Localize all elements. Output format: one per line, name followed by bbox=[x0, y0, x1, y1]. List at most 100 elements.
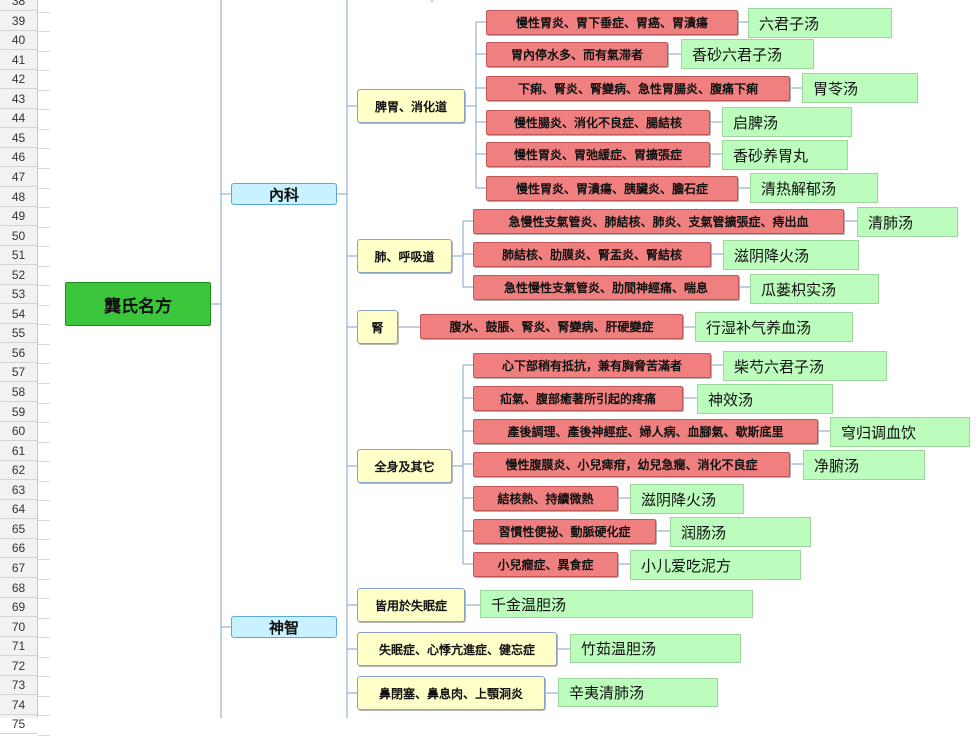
formula-box[interactable]: 穹归调血饮 bbox=[830, 417, 970, 447]
grid-line bbox=[38, 519, 50, 521]
formula-box[interactable]: 胃苓汤 bbox=[802, 73, 918, 103]
row-number[interactable]: 38 bbox=[0, 0, 37, 11]
row-number[interactable]: 46 bbox=[0, 148, 37, 168]
row-number[interactable]: 67 bbox=[0, 559, 37, 578]
symptom-box[interactable]: 疝氣、腹部癒著所引起的疼痛 bbox=[473, 386, 683, 411]
row-number[interactable]: 64 bbox=[0, 500, 37, 520]
subcategory-respiratory[interactable]: 肺、呼吸道 bbox=[357, 239, 452, 273]
formula-box[interactable]: 神效汤 bbox=[697, 384, 833, 414]
formula-box[interactable]: 千金温胆汤 bbox=[480, 590, 753, 618]
row-number[interactable]: 40 bbox=[0, 31, 37, 51]
grid-line bbox=[38, 187, 50, 189]
row-number[interactable]: 42 bbox=[0, 70, 37, 90]
subcategory-insomnia-palpitation[interactable]: 失眠症、心悸亢進症、健忘症 bbox=[357, 632, 557, 666]
row-number[interactable]: 72 bbox=[0, 657, 37, 676]
row-number[interactable]: 55 bbox=[0, 324, 37, 344]
row-number[interactable]: 50 bbox=[0, 227, 37, 246]
row-number[interactable]: 71 bbox=[0, 637, 37, 657]
row-number[interactable]: 57 bbox=[0, 363, 37, 383]
grid-line bbox=[38, 461, 50, 463]
row-number[interactable]: 44 bbox=[0, 109, 37, 129]
row-number[interactable]: 63 bbox=[0, 481, 37, 500]
subcategory-kidney[interactable]: 腎 bbox=[357, 310, 398, 344]
row-number[interactable]: 65 bbox=[0, 520, 37, 539]
row-number[interactable]: 41 bbox=[0, 51, 37, 70]
grid-line bbox=[38, 285, 50, 287]
subcategory-insomnia[interactable]: 皆用於失眠症 bbox=[357, 588, 465, 622]
root-node[interactable]: 龔氏名方 bbox=[65, 282, 211, 326]
symptom-box[interactable]: 小兒癎症、異食症 bbox=[473, 552, 618, 577]
row-number[interactable]: 69 bbox=[0, 598, 37, 618]
symptom-box[interactable]: 肺結核、肋膜炎、腎盂炎、腎結核 bbox=[473, 242, 711, 267]
row-number[interactable]: 61 bbox=[0, 442, 37, 461]
symptom-box[interactable]: 慢性胃炎、胃潰瘍、胰臟炎、膽石症 bbox=[486, 176, 738, 201]
row-number[interactable]: 39 bbox=[0, 12, 37, 31]
symptom-box[interactable]: 慢性腸炎、消化不良症、腸結核 bbox=[486, 110, 710, 135]
symptom-box[interactable]: 胃內停水多、而有氣滞者 bbox=[486, 42, 668, 67]
row-number[interactable]: 47 bbox=[0, 168, 37, 187]
row-number[interactable]: 45 bbox=[0, 129, 37, 148]
row-number[interactable]: 74 bbox=[0, 696, 37, 715]
symptom-box[interactable]: 下痢、腎炎、腎變病、急性胃腸炎、腹痛下痢 bbox=[486, 76, 790, 101]
symptom-box[interactable]: 慢性胃炎、胃弛緩症、胃擴張症 bbox=[486, 142, 710, 167]
symptom-box[interactable]: 急性慢性支氣管炎、肋間神經痛、喘息 bbox=[473, 275, 739, 300]
symptom-box[interactable]: 習慣性便祕、動脈硬化症 bbox=[473, 519, 656, 544]
row-number[interactable]: 62 bbox=[0, 461, 37, 481]
symptom-box[interactable]: 急慢性支氣管炎、肺結核、肺炎、支氣管擴張症、痔出血 bbox=[473, 209, 844, 234]
row-number[interactable]: 68 bbox=[0, 579, 37, 598]
formula-box[interactable]: 润肠汤 bbox=[670, 517, 811, 547]
row-number[interactable]: 48 bbox=[0, 188, 37, 207]
row-number[interactable]: 54 bbox=[0, 305, 37, 324]
row-number[interactable]: 58 bbox=[0, 383, 37, 402]
category-mind[interactable]: 神智 bbox=[231, 616, 337, 638]
grid-line bbox=[38, 441, 50, 443]
formula-box[interactable]: 启脾汤 bbox=[722, 107, 852, 137]
row-number[interactable]: 51 bbox=[0, 246, 37, 266]
symptom-box[interactable]: 心下部稍有抵抗，兼有胸脅苦滿者 bbox=[473, 353, 711, 378]
formula-box[interactable]: 滋阴降火汤 bbox=[630, 484, 744, 514]
symptom-box[interactable]: 產後調理、產後神經症、婦人病、血腳氣、歇斯底里 bbox=[473, 419, 818, 444]
row-number[interactable]: 52 bbox=[0, 266, 37, 285]
grid-line bbox=[38, 617, 50, 619]
symptom-box[interactable]: 腹水、鼓脹、腎炎、腎變病、肝硬變症 bbox=[420, 314, 683, 339]
row-number[interactable]: 73 bbox=[0, 676, 37, 696]
symptom-box[interactable]: 結核熱、持續微熱 bbox=[473, 486, 618, 511]
formula-box[interactable]: 小儿爱吃泥方 bbox=[630, 550, 801, 580]
row-number[interactable]: 56 bbox=[0, 344, 37, 363]
subcategory-whole-body[interactable]: 全身及其它 bbox=[357, 449, 452, 483]
formula-box[interactable]: 香砂六君子汤 bbox=[681, 39, 814, 69]
formula-box[interactable]: 柴芍六君子汤 bbox=[723, 351, 887, 381]
grid-line bbox=[38, 558, 50, 560]
grid-line bbox=[38, 383, 50, 384]
row-number[interactable]: 66 bbox=[0, 539, 37, 559]
grid-line bbox=[38, 480, 50, 482]
grid-line bbox=[38, 109, 50, 111]
formula-box[interactable]: 辛夷清肺汤 bbox=[558, 678, 718, 707]
symptom-box[interactable]: 慢性腹膜炎、小兒痺疳，幼兒急癇、消化不良症 bbox=[473, 452, 790, 477]
grid-line bbox=[38, 148, 50, 150]
row-number[interactable]: 49 bbox=[0, 207, 37, 227]
formula-box[interactable]: 净腑汤 bbox=[803, 450, 925, 480]
formula-box[interactable]: 行湿补气养血汤 bbox=[695, 312, 853, 342]
row-number[interactable]: 70 bbox=[0, 618, 37, 637]
formula-box[interactable]: 香砂养胃丸 bbox=[722, 140, 848, 170]
category-internal-medicine[interactable]: 內科 bbox=[231, 183, 337, 205]
row-number[interactable]: 53 bbox=[0, 285, 37, 305]
row-number[interactable]: 43 bbox=[0, 90, 37, 109]
subcategory-digestive[interactable]: 脾胃、消化道 bbox=[357, 89, 465, 123]
formula-box[interactable]: 六君子汤 bbox=[748, 8, 892, 38]
row-number[interactable]: 60 bbox=[0, 422, 37, 442]
formula-box[interactable]: 清肺汤 bbox=[857, 207, 958, 237]
grid-line bbox=[38, 578, 50, 580]
row-number[interactable]: 59 bbox=[0, 403, 37, 422]
formula-box[interactable]: 瓜蒌枳实汤 bbox=[750, 274, 879, 304]
symptom-box[interactable]: 慢性胃炎、胃下垂症、胃癌、胃潰瘍 bbox=[486, 10, 738, 35]
formula-box[interactable]: 清热解郁汤 bbox=[750, 173, 878, 203]
row-number[interactable]: 75 bbox=[0, 715, 37, 735]
grid-line bbox=[38, 11, 50, 13]
formula-box[interactable]: 滋阴降火汤 bbox=[723, 240, 859, 270]
formula-box[interactable]: 竹茹温胆汤 bbox=[570, 634, 741, 663]
subcategory-nasal[interactable]: 鼻閉塞、鼻息肉、上顎洞炎 bbox=[357, 676, 545, 710]
grid-line bbox=[38, 324, 50, 326]
